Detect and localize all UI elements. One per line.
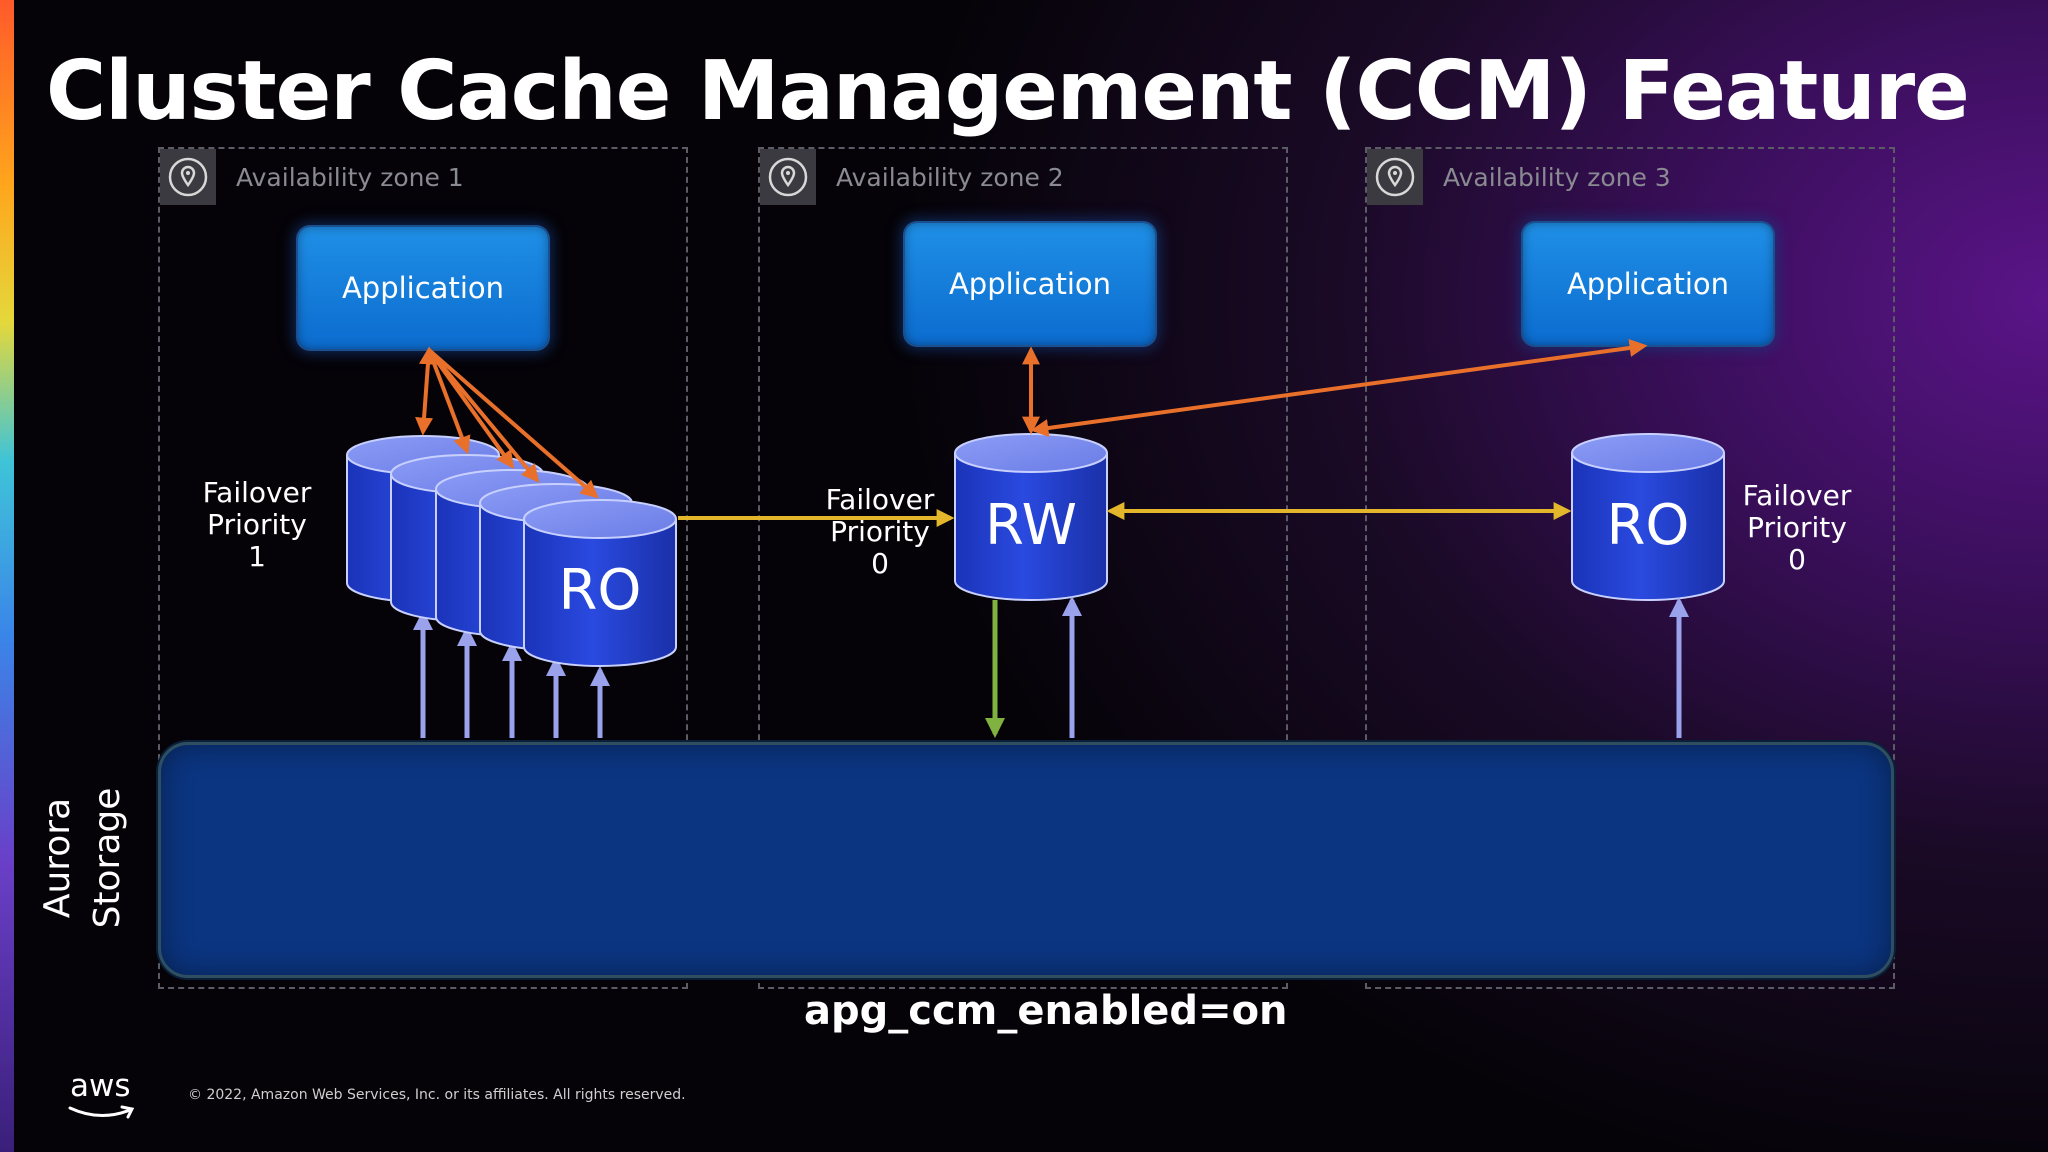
- application-box-zone-3: Application: [1523, 223, 1773, 345]
- failover-priority-zone-3: Failover Priority 0: [1742, 479, 1852, 576]
- page-title: Cluster Cache Management (CCM) Feature: [46, 44, 1970, 139]
- copyright-notice: © 2022, Amazon Web Services, Inc. or its…: [188, 1087, 686, 1103]
- ro-database-label: RO: [559, 558, 642, 623]
- app-replica-arrow: [427, 348, 599, 499]
- failover-priority-zone-2: Failover Priority 0: [825, 483, 935, 580]
- replication-arrows: [678, 502, 1572, 527]
- rw-database-label: RW: [985, 493, 1077, 558]
- ro-database-stack: RO: [346, 435, 677, 667]
- availability-zone-2: Availability zone 2: [758, 147, 1288, 989]
- rw-app-arrows: [1022, 339, 1648, 437]
- application-box-zone-1: Application: [298, 227, 548, 349]
- location-pin-icon: [160, 149, 216, 205]
- app-replica-arrow: [427, 348, 540, 483]
- application-box-zone-2: Application: [905, 223, 1155, 345]
- aurora-storage-bar: [158, 742, 1894, 978]
- aws-smile-icon: [68, 1105, 135, 1119]
- location-pin-icon: [760, 149, 816, 205]
- zone1-app-replica-arrows: [415, 346, 599, 499]
- failover-priority-zone-1: Failover Priority 1: [202, 476, 312, 573]
- zone-label: Availability zone 1: [236, 163, 464, 192]
- ro-database-label: RO: [1607, 493, 1690, 558]
- ro-database-cylinder-front: RO: [523, 499, 677, 667]
- zone-label: Availability zone 3: [1443, 163, 1671, 192]
- zone1-storage-read-arrows: [413, 610, 610, 738]
- app-replica-arrow: [427, 349, 471, 455]
- aws-logo-text: aws: [70, 1068, 131, 1104]
- availability-zone-1: Availability zone 1: [158, 147, 688, 989]
- ro-database-cylinder-zone-3: RO: [1571, 433, 1725, 601]
- rw-database-cylinder: RW: [954, 433, 1108, 601]
- accent-bar: [0, 0, 14, 1152]
- rw-app3-arrow: [1030, 339, 1648, 437]
- aws-logo: aws: [66, 1068, 136, 1119]
- availability-zone-3: Availability zone 3: [1365, 147, 1895, 989]
- location-pin-icon: [1367, 149, 1423, 205]
- ccm-parameter-label: apg_ccm_enabled=on: [804, 988, 1288, 1034]
- zone-label: Availability zone 2: [836, 163, 1064, 192]
- app-replica-arrow: [415, 346, 437, 436]
